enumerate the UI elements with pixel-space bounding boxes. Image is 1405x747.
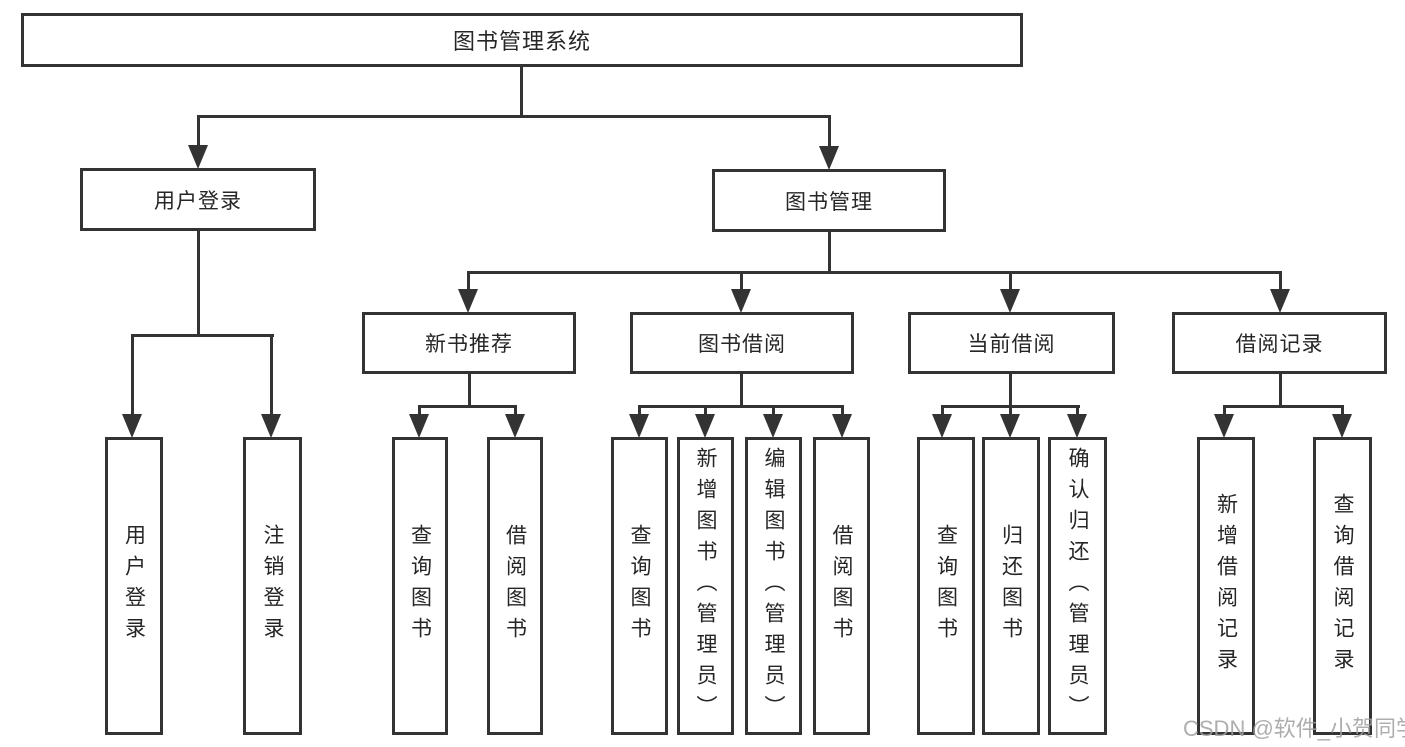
leaf-add-borrow-record-label: 新增借阅记录 [1214,493,1238,679]
connector-line [197,231,200,337]
leaf-add-borrow-record: 新增借阅记录 [1197,437,1255,735]
node-book-management-label: 图书管理 [785,190,873,214]
connector-line [704,405,707,417]
connector-arrowhead [832,414,852,438]
node-book-borrow-label: 图书借阅 [698,333,786,356]
connector-line [1341,405,1344,417]
leaf-add-book-admin-label: 新增图书（管理员） [694,446,717,726]
connector-line [197,115,831,118]
node-book-borrow: 图书借阅 [630,312,854,374]
connector-arrowhead [819,146,839,170]
leaf-return-book: 归还图书 [982,437,1040,735]
leaf-logout-label: 注销登录 [261,524,284,648]
leaf-return-book-label: 归还图书 [999,524,1023,648]
connector-line [468,374,471,408]
connector-line [1076,405,1079,417]
connector-line [941,405,944,417]
connector-line [1009,271,1012,291]
connector-line [1223,405,1344,408]
leaf-user-login: 用户登录 [105,437,163,735]
node-new-book-recommend-label: 新书推荐 [425,333,513,356]
connector-arrowhead [505,414,525,438]
connector-line [740,271,743,291]
connector-line [131,334,134,416]
connector-line [1279,271,1282,291]
connector-line [1223,405,1226,417]
leaf-query-books-current-label: 查询图书 [934,524,958,648]
connector-arrowhead [731,289,751,313]
connector-line [1279,374,1282,408]
leaf-edit-book-admin-label: 编辑图书（管理员） [762,446,785,726]
node-borrow-records: 借阅记录 [1172,312,1387,374]
connector-line [841,405,844,417]
connector-arrowhead [1067,414,1087,438]
connector-arrowhead [1270,289,1290,313]
connector-line [418,405,421,417]
connector-line [418,405,517,408]
leaf-query-books-recommend: 查询图书 [392,437,448,735]
connector-line [1009,405,1012,417]
node-current-borrow: 当前借阅 [908,312,1115,374]
connector-line [520,66,523,118]
connector-line [638,405,844,408]
connector-line [197,115,200,147]
node-root-label: 图书管理系统 [452,29,591,54]
node-root: 图书管理系统 [21,13,1023,67]
connector-line [270,334,273,416]
node-user-login: 用户登录 [80,168,316,231]
connector-arrowhead [409,414,429,438]
leaf-logout: 注销登录 [243,437,302,735]
connector-line [514,405,517,417]
leaf-query-books-current: 查询图书 [917,437,975,735]
connector-arrowhead [188,145,208,169]
connector-line [638,405,641,417]
connector-arrowhead [122,414,142,438]
connector-line [1009,374,1012,408]
connector-arrowhead [695,414,715,438]
leaf-confirm-return-admin: 确认归还（管理员） [1048,437,1107,735]
leaf-query-books-recommend-label: 查询图书 [408,524,432,648]
connector-arrowhead [458,289,478,313]
connector-line [467,271,1282,274]
leaf-borrow-books-2: 借阅图书 [813,437,870,735]
connector-line [828,115,831,148]
leaf-query-books-borrow: 查询图书 [611,437,668,735]
leaf-query-borrow-record: 查询借阅记录 [1313,437,1372,735]
leaf-query-books-borrow-label: 查询图书 [628,524,651,648]
leaf-confirm-return-admin-label: 确认归还（管理员） [1066,446,1089,726]
leaf-user-login-label: 用户登录 [122,524,146,648]
leaf-borrow-books-recommend-label: 借阅图书 [503,524,527,648]
connector-line [131,334,274,337]
connector-arrowhead [932,414,952,438]
leaf-borrow-books-2-label: 借阅图书 [830,524,853,648]
node-book-management: 图书管理 [712,169,946,232]
connector-line [467,271,470,291]
leaf-query-borrow-record-label: 查询借阅记录 [1331,493,1354,679]
node-user-login-label: 用户登录 [154,189,242,213]
connector-line [828,232,831,274]
connector-line [772,405,775,417]
node-new-book-recommend: 新书推荐 [362,312,576,374]
connector-line [740,374,743,408]
csdn-watermark: CSDN @软件_小贺同学 [1183,716,1405,741]
connector-arrowhead [1214,414,1234,438]
connector-arrowhead [1332,414,1352,438]
node-borrow-records-label: 借阅记录 [1235,333,1324,356]
node-current-borrow-label: 当前借阅 [967,333,1056,356]
leaf-add-book-admin: 新增图书（管理员） [677,437,734,735]
connector-arrowhead [763,414,783,438]
leaf-borrow-books-recommend: 借阅图书 [487,437,543,735]
leaf-edit-book-admin: 编辑图书（管理员） [745,437,802,735]
connector-arrowhead [1000,414,1020,438]
connector-arrowhead [1000,289,1020,313]
connector-arrowhead [629,414,649,438]
connector-arrowhead [261,414,281,438]
